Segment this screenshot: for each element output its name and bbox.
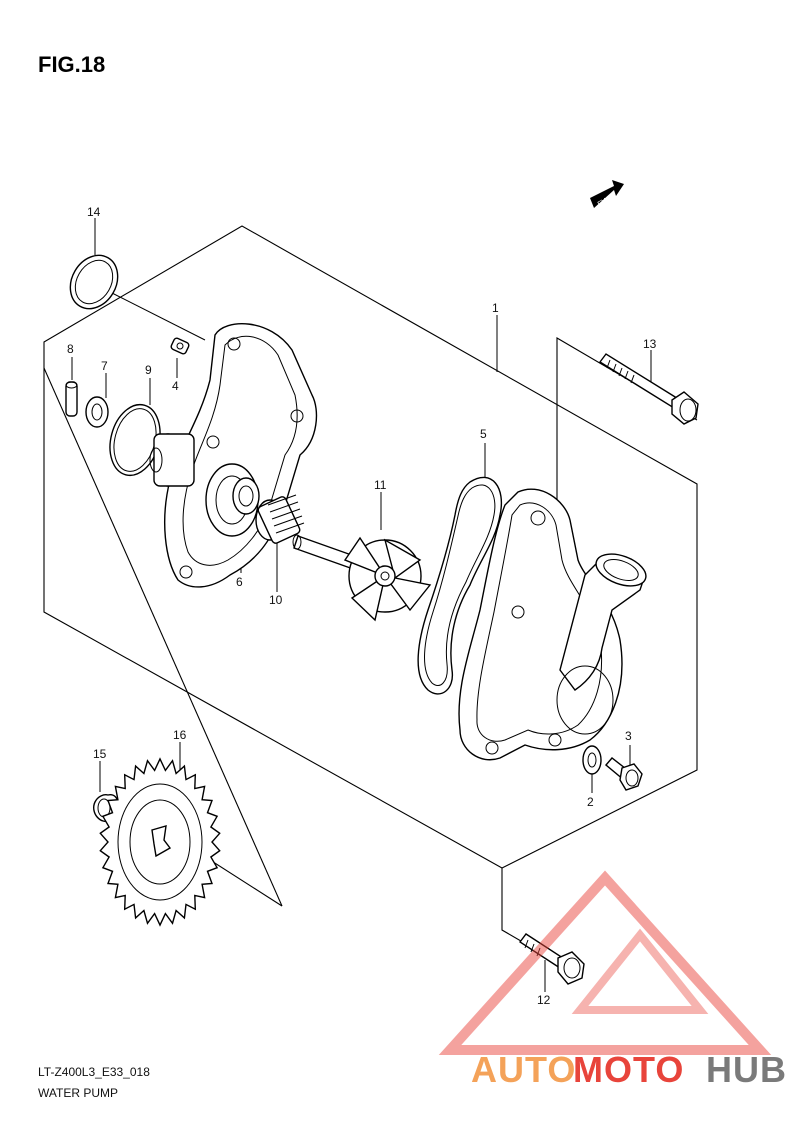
pump-body — [458, 488, 647, 761]
callout-3: 3 — [625, 729, 632, 743]
bolt-3 — [605, 757, 643, 791]
figure-title: FIG.18 — [38, 52, 105, 77]
callout-12: 12 — [537, 993, 551, 1007]
callout-14: 14 — [87, 205, 101, 219]
watermark-logo — [438, 870, 772, 1055]
gear-16 — [99, 757, 221, 927]
watermark-hub: HUB — [706, 1049, 787, 1090]
mechanical-seal-10 — [255, 494, 305, 544]
callout-6: 6 — [236, 575, 243, 589]
assembly-outline — [43, 225, 698, 869]
washer-7 — [85, 396, 109, 428]
callout-7: 7 — [101, 359, 108, 373]
bolt-4 — [170, 337, 190, 355]
callout-9: 9 — [145, 363, 152, 377]
callout-11: 11 — [374, 478, 387, 492]
callout-10: 10 — [269, 593, 283, 607]
bolt-12 — [518, 933, 585, 985]
callout-16: 16 — [173, 728, 187, 742]
diagram-name: WATER PUMP — [38, 1086, 118, 1100]
callout-13: 13 — [643, 337, 657, 351]
callout-5: 5 — [480, 427, 487, 441]
callout-15: 15 — [93, 747, 107, 761]
bolt-13-bracket — [556, 337, 698, 523]
o-ring-9 — [109, 403, 161, 477]
diagram-code: LT-Z400L3_E33_018 — [38, 1065, 150, 1079]
impeller-11 — [343, 536, 432, 622]
callout-4: 4 — [172, 379, 179, 393]
forward-arrow-icon: FWD — [590, 180, 624, 209]
watermark-auto: AUTO — [471, 1049, 576, 1090]
pump-cover — [149, 323, 318, 588]
callout-8: 8 — [67, 342, 74, 356]
o-ring-14 — [69, 254, 119, 310]
callout-2: 2 — [587, 795, 594, 809]
oil-seal-6 — [232, 477, 260, 515]
dowel-pin-8 — [65, 381, 78, 417]
washer-2 — [582, 745, 602, 775]
watermark-moto: MOTO — [573, 1049, 684, 1090]
bolt-13 — [598, 353, 699, 425]
gear-group-line — [43, 367, 283, 907]
callout-1: 1 — [492, 301, 499, 315]
